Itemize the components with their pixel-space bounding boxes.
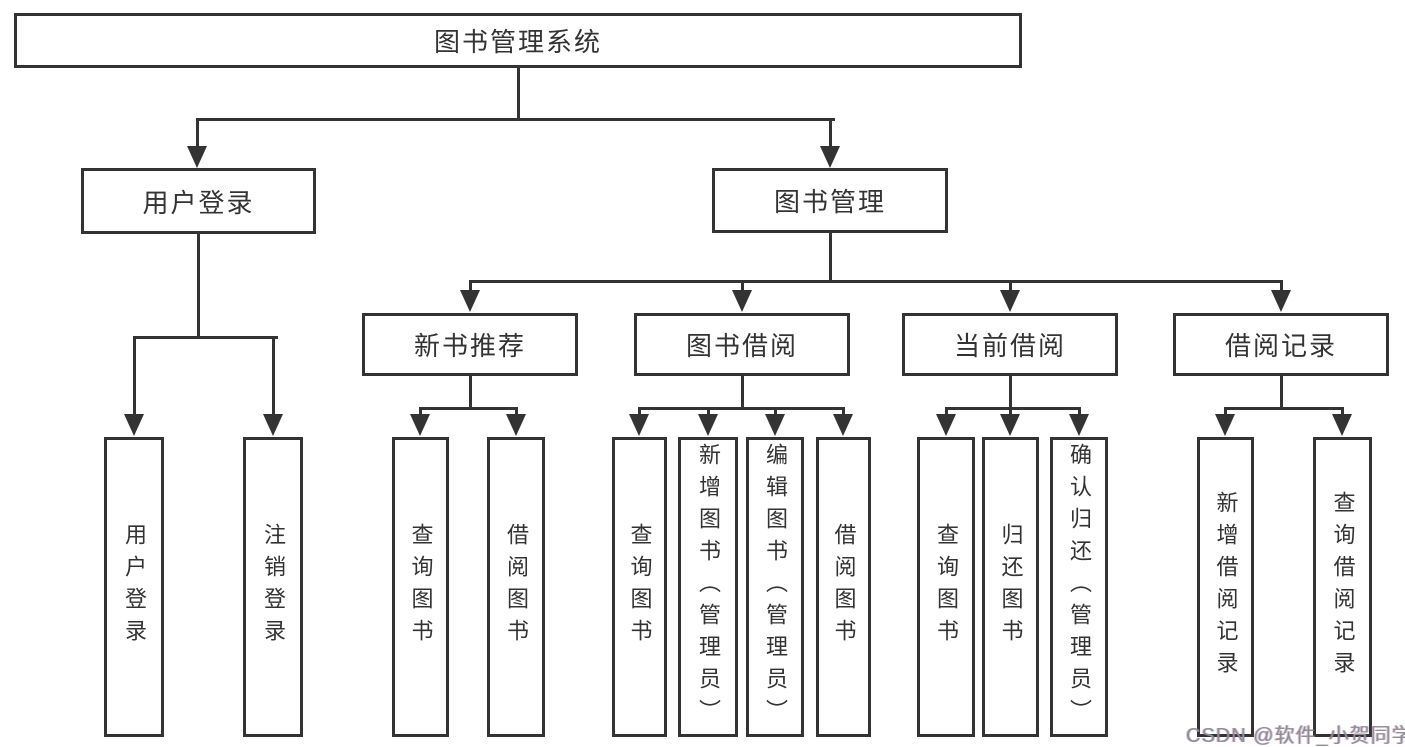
node-leaf-logout-label: 注销登录 — [261, 523, 286, 651]
connector-line — [195, 118, 835, 121]
connector-line — [944, 407, 948, 417]
connector-line — [195, 118, 199, 150]
node-book-borrow-label: 图书借阅 — [685, 331, 798, 361]
node-leaf-query-book-3: 查询图书 — [917, 437, 975, 737]
connector-line — [132, 336, 278, 339]
connector-line — [944, 407, 1081, 410]
arrowhead-icon — [410, 414, 430, 436]
node-borrow-record-label: 借阅记录 — [1224, 331, 1337, 361]
arrowhead-icon — [1271, 290, 1291, 312]
arrowhead-icon — [187, 146, 207, 168]
node-book-mgmt: 图书管理 — [712, 168, 948, 233]
connector-line — [706, 407, 710, 417]
arrowhead-icon — [1215, 414, 1235, 436]
node-leaf-query-record-label: 查询借阅记录 — [1330, 491, 1356, 683]
node-leaf-add-book-label: 新增图书（管理员） — [696, 443, 721, 731]
node-root: 图书管理系统 — [14, 13, 1022, 68]
arrowhead-icon — [124, 414, 144, 436]
connector-line — [132, 336, 136, 416]
arrowhead-icon — [698, 414, 718, 436]
node-leaf-query-record: 查询借阅记录 — [1313, 437, 1372, 737]
node-leaf-edit-book: 编辑图书（管理员） — [746, 437, 804, 737]
node-leaf-borrow-book-2: 借阅图书 — [816, 437, 871, 737]
node-leaf-borrow-book-2-label: 借阅图书 — [831, 523, 857, 651]
node-user-login: 用户登录 — [81, 168, 316, 234]
connector-line — [828, 233, 832, 282]
connector-line — [196, 234, 200, 336]
connector-line — [468, 376, 472, 409]
node-leaf-user-login: 用户登录 — [104, 437, 164, 737]
arrowhead-icon — [765, 414, 785, 436]
arrowhead-icon — [732, 290, 752, 312]
connector-line — [1279, 376, 1283, 409]
connector-line — [418, 407, 518, 410]
node-leaf-add-record: 新增借阅记录 — [1197, 437, 1254, 737]
connector-line — [1223, 407, 1344, 410]
connector-line — [1077, 407, 1081, 417]
arrowhead-icon — [1069, 414, 1089, 436]
arrowhead-icon — [936, 414, 956, 436]
connector-line — [1223, 407, 1227, 417]
connector-line — [1279, 280, 1283, 294]
connector-line — [1008, 407, 1012, 417]
watermark-text: CSDN @软件_小贺同学 — [1186, 725, 1405, 747]
connector-line — [637, 407, 845, 410]
connector-line — [514, 407, 518, 417]
connector-line — [468, 280, 1283, 283]
connector-line — [740, 376, 744, 409]
arrowhead-icon — [833, 414, 853, 436]
arrowhead-icon — [1332, 414, 1352, 436]
node-leaf-confirm-return: 确认归还（管理员） — [1050, 437, 1108, 737]
node-leaf-query-book-2: 查询图书 — [612, 437, 667, 737]
node-leaf-query-book-1: 查询图书 — [392, 437, 449, 737]
node-user-login-label: 用户登录 — [142, 187, 255, 218]
connector-line — [841, 407, 845, 417]
connector-line — [637, 407, 641, 417]
connector-line — [1008, 280, 1012, 294]
arrowhead-icon — [263, 414, 283, 436]
connector-line — [468, 280, 472, 294]
node-book-borrow: 图书借阅 — [634, 313, 850, 376]
connector-line — [773, 407, 777, 417]
arrowhead-icon — [629, 414, 649, 436]
node-leaf-query-book-1-label: 查询图书 — [408, 523, 434, 651]
arrowhead-icon — [506, 414, 526, 436]
arrowhead-icon — [460, 290, 480, 312]
connector-line — [1008, 376, 1012, 409]
arrowhead-icon — [820, 146, 840, 168]
connector-line — [516, 68, 520, 120]
node-leaf-borrow-book-1-label: 借阅图书 — [504, 523, 529, 651]
connector-line — [1340, 407, 1344, 417]
node-leaf-logout: 注销登录 — [243, 437, 303, 737]
node-leaf-query-book-2-label: 查询图书 — [627, 523, 653, 651]
connector-line — [828, 118, 832, 150]
node-new-book-rec: 新书推荐 — [362, 313, 578, 376]
node-leaf-return-book-label: 归还图书 — [998, 523, 1024, 651]
node-leaf-add-record-label: 新增借阅记录 — [1213, 491, 1239, 683]
arrowhead-icon — [1000, 414, 1020, 436]
connector-line — [418, 407, 422, 417]
node-borrow-record: 借阅记录 — [1173, 313, 1389, 376]
node-current-borrow-label: 当前借阅 — [953, 331, 1066, 361]
node-new-book-rec-label: 新书推荐 — [413, 331, 526, 361]
node-root-label: 图书管理系统 — [433, 27, 602, 57]
arrowhead-icon — [1000, 290, 1020, 312]
node-current-borrow: 当前借阅 — [902, 313, 1118, 376]
node-leaf-return-book: 归还图书 — [982, 437, 1039, 737]
node-leaf-borrow-book-1: 借阅图书 — [487, 437, 545, 737]
connector-line — [271, 336, 275, 416]
node-leaf-confirm-return-label: 确认归还（管理员） — [1067, 443, 1092, 731]
connector-line — [740, 280, 744, 294]
node-leaf-user-login-label: 用户登录 — [122, 523, 147, 651]
node-leaf-query-book-3-label: 查询图书 — [934, 523, 959, 651]
node-leaf-edit-book-label: 编辑图书（管理员） — [763, 443, 788, 731]
node-book-mgmt-label: 图书管理 — [773, 187, 886, 217]
node-leaf-add-book: 新增图书（管理员） — [678, 437, 738, 737]
